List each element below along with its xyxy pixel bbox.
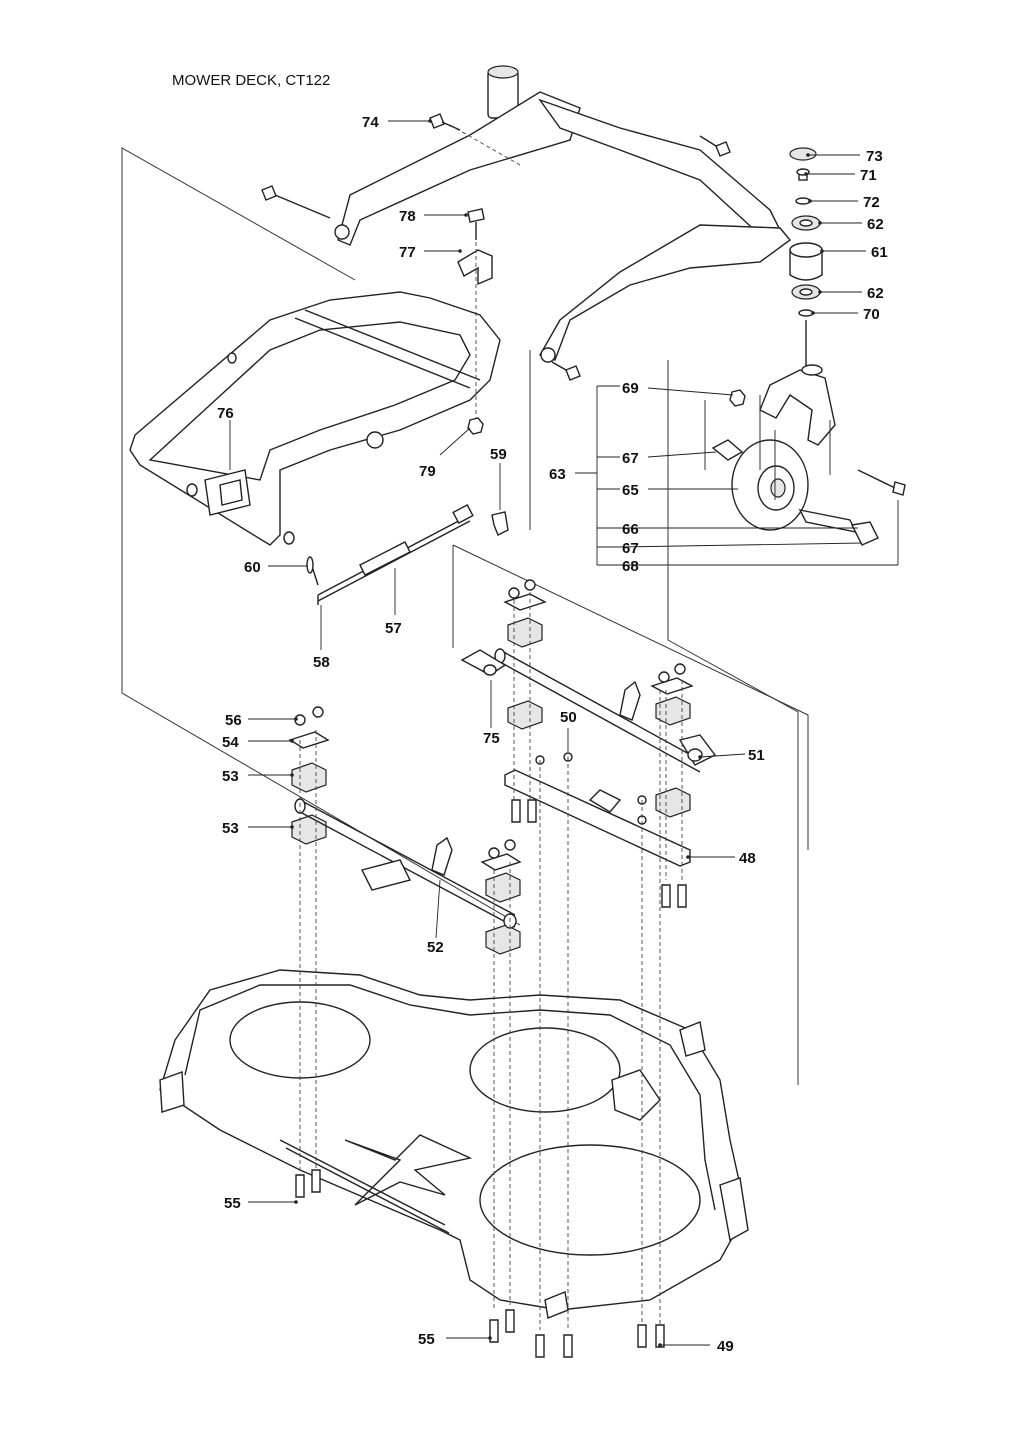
callout-48: 48 [739, 850, 756, 867]
mower-deck [159, 969, 749, 1319]
callout-76: 76 [217, 405, 234, 422]
callout-55-left: 55 [224, 1195, 241, 1212]
callout-55-bottom: 55 [418, 1331, 435, 1348]
callout-50: 50 [560, 709, 577, 726]
callout-59: 59 [490, 446, 507, 463]
hanger-bracket [129, 291, 501, 546]
callout-61: 61 [871, 244, 888, 261]
caster-assembly [704, 147, 906, 546]
grouping-planes [121, 147, 809, 1085]
callout-73: 73 [866, 148, 883, 165]
callout-65: 65 [622, 482, 639, 499]
callout-51: 51 [748, 747, 765, 764]
callout-74: 74 [362, 114, 379, 131]
adjust-rod [306, 503, 509, 605]
leader-lines [229, 120, 899, 1346]
callout-67-lower: 67 [622, 540, 639, 557]
leader-dots [290, 119, 824, 1347]
callout-53-upper: 53 [222, 768, 239, 785]
callout-57: 57 [385, 620, 402, 637]
pivot-shaft-rear [294, 798, 517, 929]
callout-54: 54 [222, 734, 239, 751]
assembly-axes [299, 592, 683, 1330]
callout-72: 72 [863, 194, 880, 211]
callout-49: 49 [717, 1338, 734, 1355]
callout-60: 60 [244, 559, 261, 576]
callout-labels: 74 78 77 76 79 59 60 57 58 73 71 72 62 6… [217, 114, 888, 1355]
callout-66: 66 [622, 521, 639, 538]
callout-78: 78 [399, 208, 416, 225]
deck-bolts [295, 799, 687, 1358]
callout-58: 58 [313, 654, 330, 671]
callout-63: 63 [549, 466, 566, 483]
callout-69: 69 [622, 380, 639, 397]
callout-52: 52 [427, 939, 444, 956]
bushing-blocks [291, 617, 691, 955]
callout-67-upper: 67 [622, 450, 639, 467]
callout-79: 79 [419, 463, 436, 480]
cross-bar [504, 769, 691, 867]
callout-56: 56 [225, 712, 242, 729]
callout-77: 77 [399, 244, 416, 261]
callout-68: 68 [622, 558, 639, 575]
lift-frame [334, 65, 792, 363]
frame-bolts [261, 113, 731, 381]
callout-75: 75 [483, 730, 500, 747]
pivot-shaft-front [460, 648, 717, 773]
callout-70: 70 [863, 306, 880, 323]
page-title: MOWER DECK, CT122 [172, 72, 331, 89]
callout-53-lower: 53 [222, 820, 239, 837]
callout-62-upper: 62 [867, 216, 884, 233]
hanger-strap [457, 208, 493, 435]
callout-62-lower: 62 [867, 285, 884, 302]
callout-71: 71 [860, 167, 877, 184]
